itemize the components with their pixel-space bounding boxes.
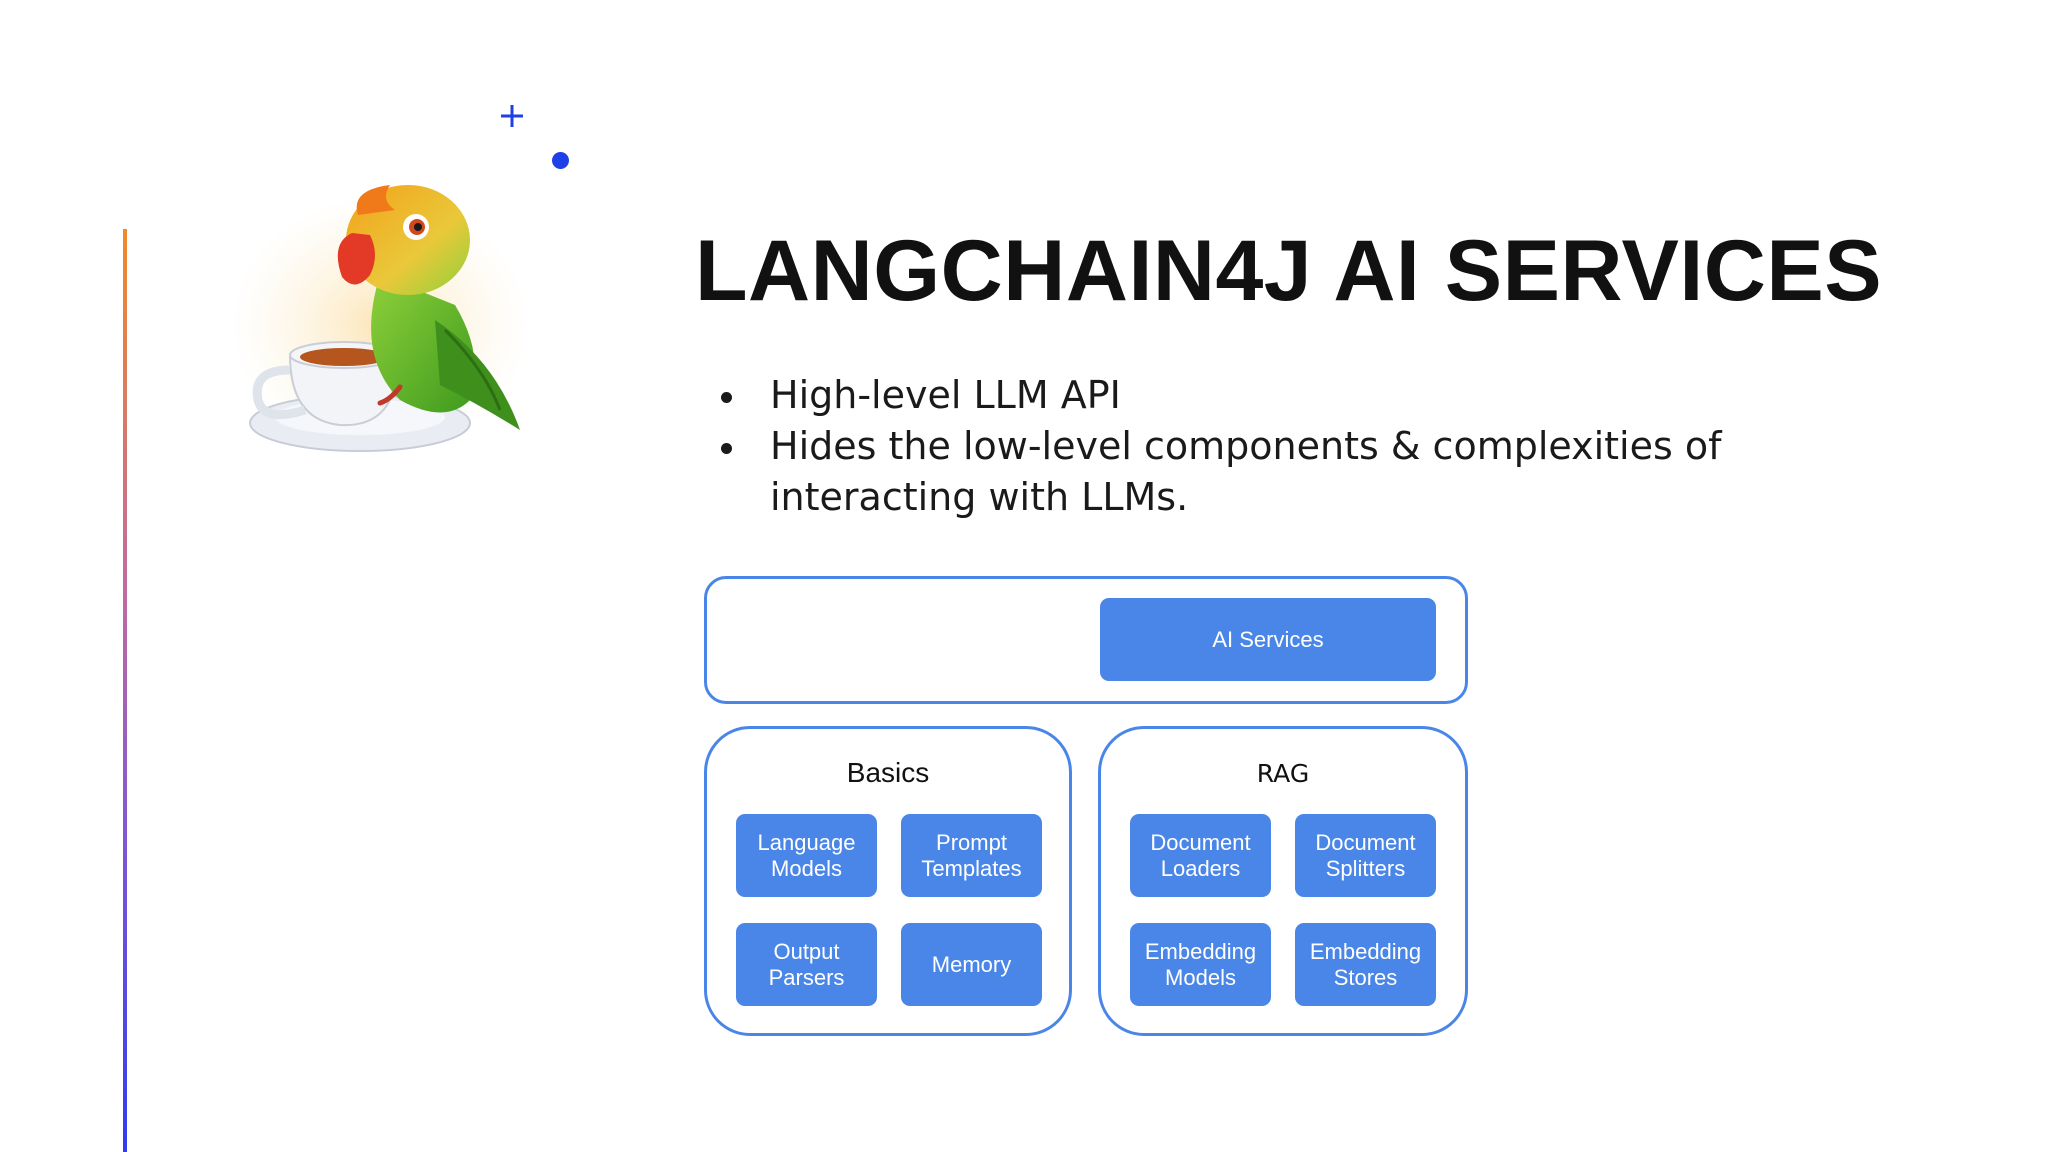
prompt-templates-box: Prompt Templates (901, 814, 1042, 897)
language-models-box: Language Models (736, 814, 877, 897)
embedding-stores-box: Embedding Stores (1295, 923, 1436, 1006)
basics-group-label: Basics (707, 757, 1069, 789)
document-splitters-box: Document Splitters (1295, 814, 1436, 897)
bullet-item: Hides the low-level components & complex… (718, 421, 1918, 523)
rag-group-label: RAG (1101, 759, 1465, 788)
slide-title: LANGCHAIN4J AI SERVICES (695, 222, 1882, 321)
memory-box: Memory (901, 923, 1042, 1006)
plus-sparkle-icon (498, 102, 526, 130)
output-parsers-box: Output Parsers (736, 923, 877, 1006)
document-loaders-box: Document Loaders (1130, 814, 1271, 897)
bullet-item: High-level LLM API (718, 370, 1918, 421)
accent-gradient-line (123, 229, 127, 1152)
embedding-models-box: Embedding Models (1130, 923, 1271, 1006)
basics-group: Basics Language Models Prompt Templates … (704, 726, 1072, 1036)
bullet-list: High-level LLM API Hides the low-level c… (718, 370, 1918, 523)
rag-group: RAG Document Loaders Document Splitters … (1098, 726, 1468, 1036)
ai-services-box: AI Services (1100, 598, 1436, 681)
parrot-teacup-mascot-icon (230, 155, 560, 485)
